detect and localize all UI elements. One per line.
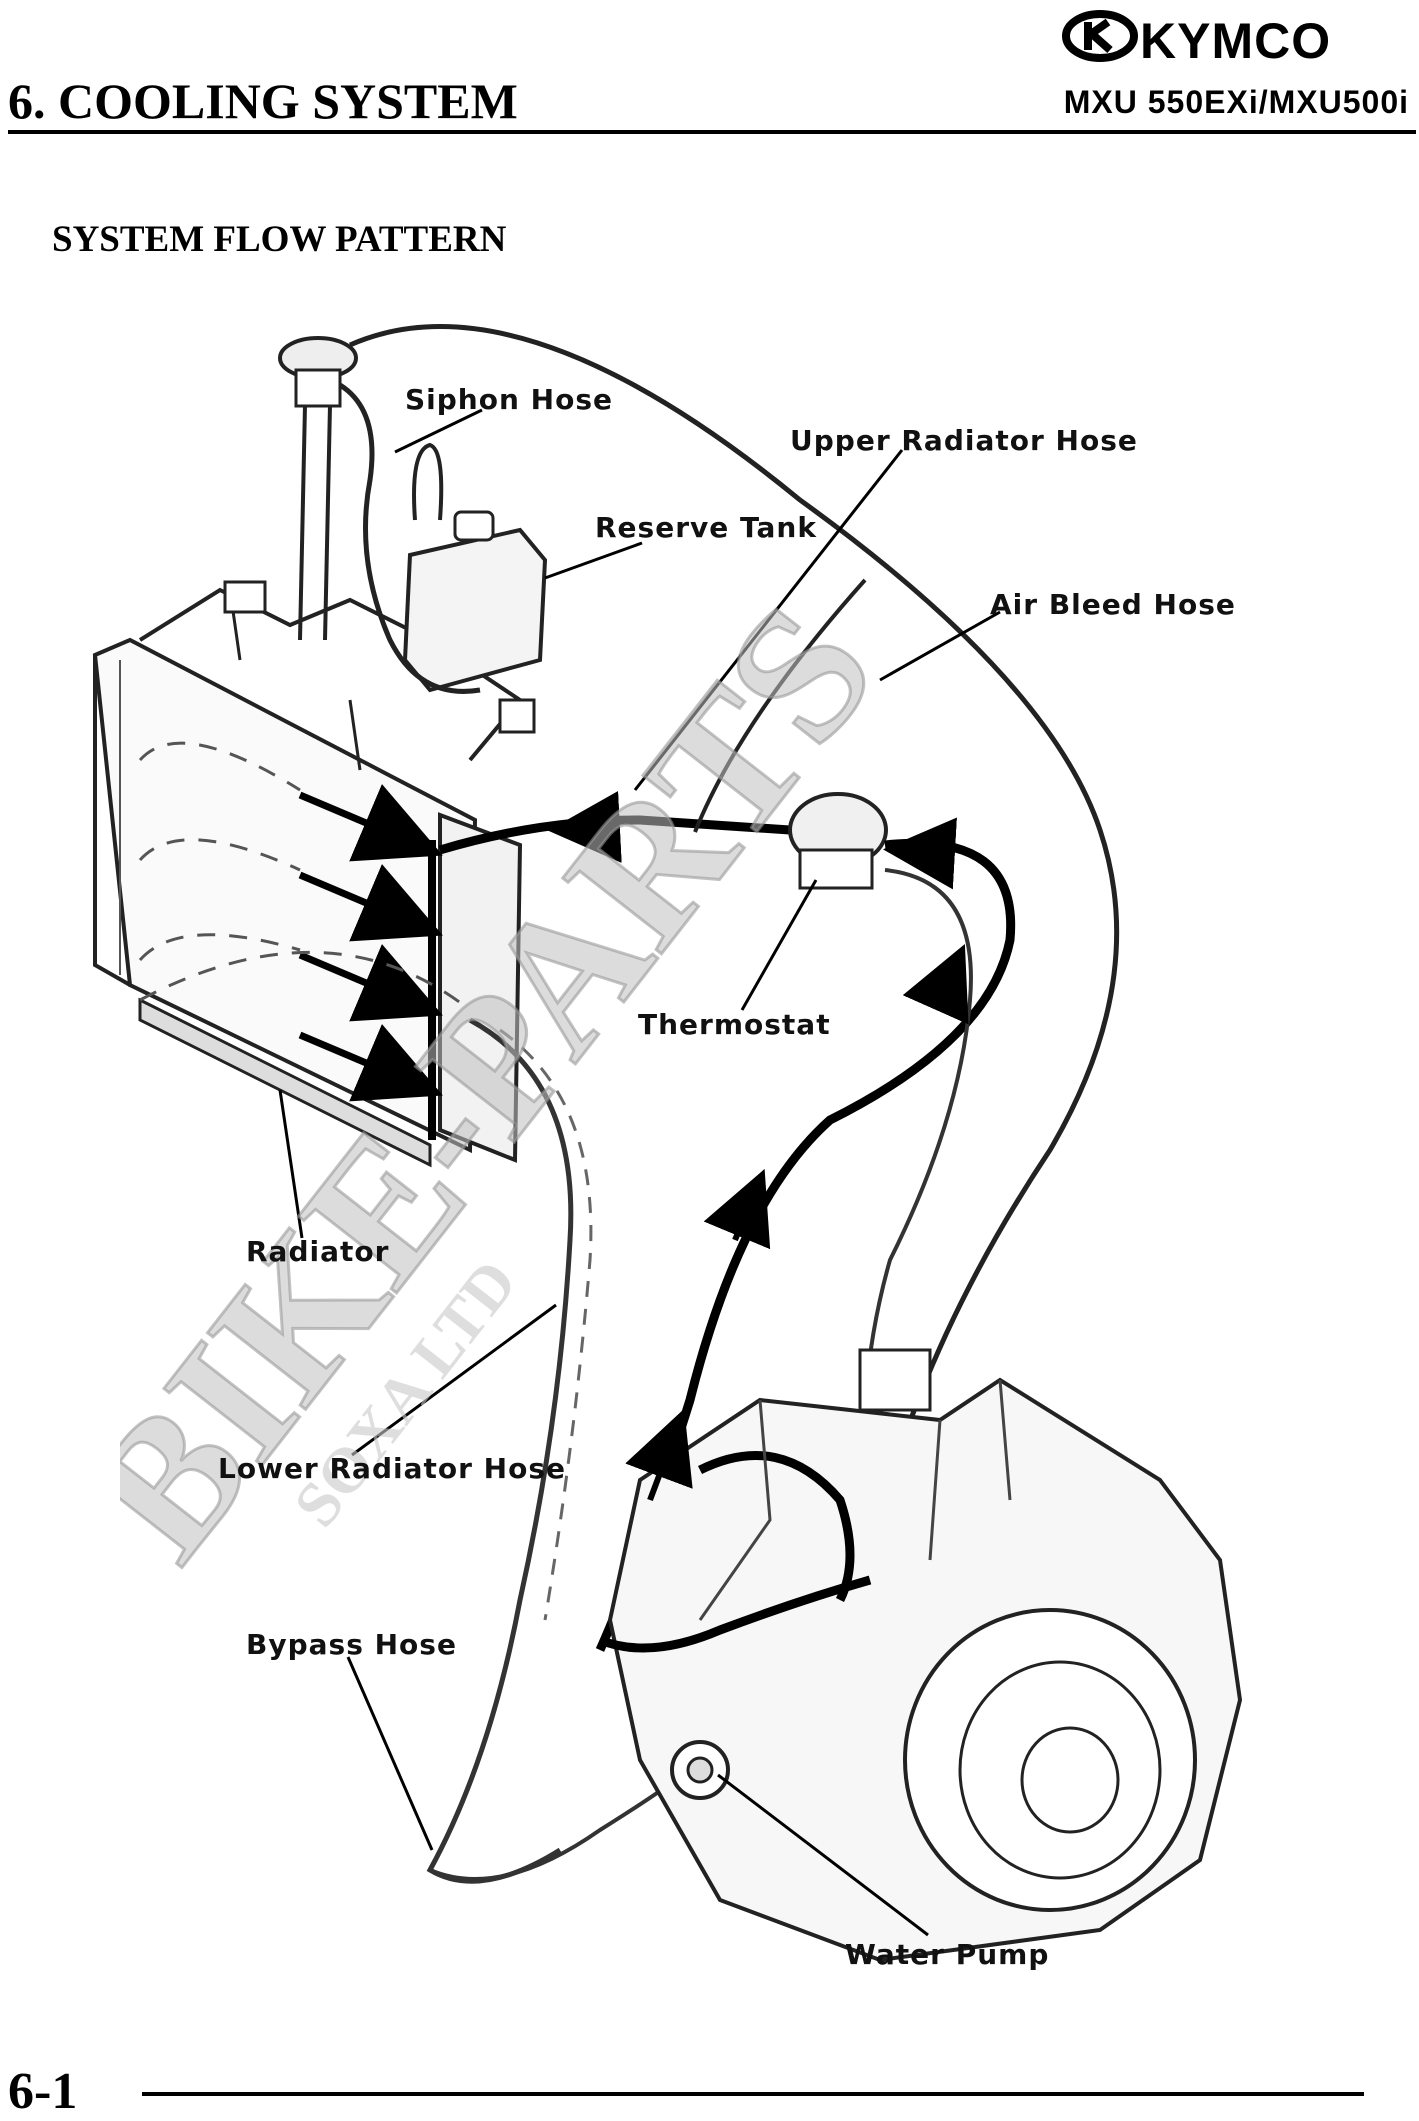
leader-lines [278,408,1001,1937]
label-air-bleed-hose: Air Bleed Hose [990,588,1236,621]
engine [598,1348,1243,1963]
label-siphon-hose: Siphon Hose [405,383,613,416]
label-lower-radiator-hose: Lower Radiator Hose [218,1452,566,1485]
radiator-flow-arrows [298,784,443,1102]
label-upper-radiator-hose: Upper Radiator Hose [790,424,1138,457]
label-thermostat: Thermostat [638,1008,831,1041]
upper-radiator-hose [438,815,791,855]
label-water-pump: Water Pump [845,1938,1050,1971]
header-rule [8,130,1416,134]
kymco-logo: KYMCO [1062,8,1412,69]
thermostat [788,792,888,890]
kymco-logo-emblem-icon [1062,10,1138,62]
cooling-system-diagram [92,324,1243,1963]
brand-name: KYMCO [1140,13,1332,69]
footer-rule [142,2092,1364,2096]
label-reserve-tank: Reserve Tank [595,511,817,544]
label-bypass-hose: Bypass Hose [246,1628,457,1661]
siphon-hose [338,382,481,694]
radiator-cap [278,336,358,641]
hose-flow-arrows [548,791,969,1502]
label-radiator: Radiator [246,1235,390,1268]
radiator-return-paths [138,741,471,1012]
page-number: 6-1 [8,2063,78,2120]
radiator-core [92,580,536,1168]
water-pump [670,1740,730,1800]
model-name: MXU 550EXi/MXU500i [1063,84,1409,120]
reserve-tank [402,442,548,693]
chapter-title: 6. COOLING SYSTEM [8,73,518,129]
section-title: SYSTEM FLOW PATTERN [52,219,507,260]
